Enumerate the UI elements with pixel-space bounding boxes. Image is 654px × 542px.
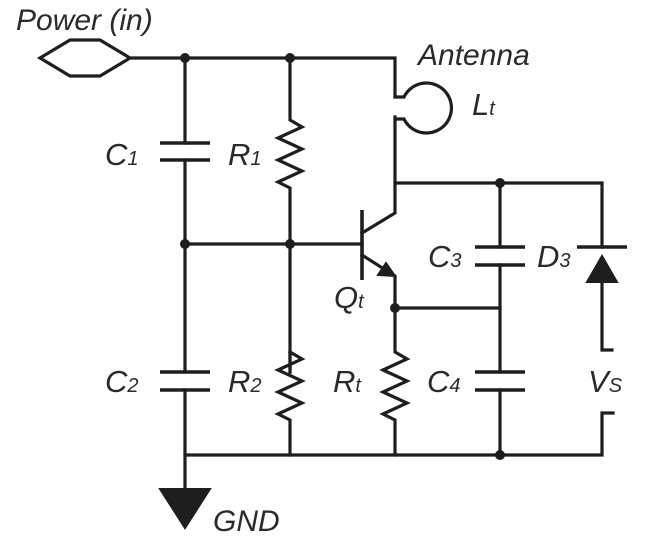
power-input-connector <box>36 38 134 78</box>
antenna-loop-icon <box>393 81 453 135</box>
rt-label: Rt <box>333 364 362 399</box>
collector-rail-wire <box>393 181 604 249</box>
r1-resistor <box>274 56 306 374</box>
c1-label: C1 <box>105 137 139 172</box>
transistor-collector <box>359 115 397 236</box>
power-in-label: Power (in) <box>16 4 153 37</box>
diode-triangle-icon <box>585 253 619 283</box>
transistor-emitter <box>359 252 397 310</box>
c3-label: C3 <box>428 239 462 274</box>
gnd-label: GND <box>213 505 280 538</box>
c2-label: C2 <box>105 364 139 399</box>
qt-label: Qt <box>334 280 365 315</box>
r2-resistor <box>274 349 306 457</box>
bottom-rail-wire <box>183 411 615 457</box>
vs-label: VS <box>588 364 623 399</box>
lt-label: Lt <box>472 87 496 122</box>
d3-label: D3 <box>537 239 571 274</box>
rt-resistor <box>379 306 411 457</box>
emitter-arrow-icon <box>376 261 397 278</box>
top-rail-wire <box>128 56 397 99</box>
d3-wire-bottom <box>600 280 614 352</box>
r1-label: R1 <box>228 137 262 172</box>
antenna-label: Antenna <box>416 39 530 72</box>
ground-icon <box>158 488 212 530</box>
c4-label: C4 <box>427 364 461 399</box>
r2-label: R2 <box>228 364 262 399</box>
